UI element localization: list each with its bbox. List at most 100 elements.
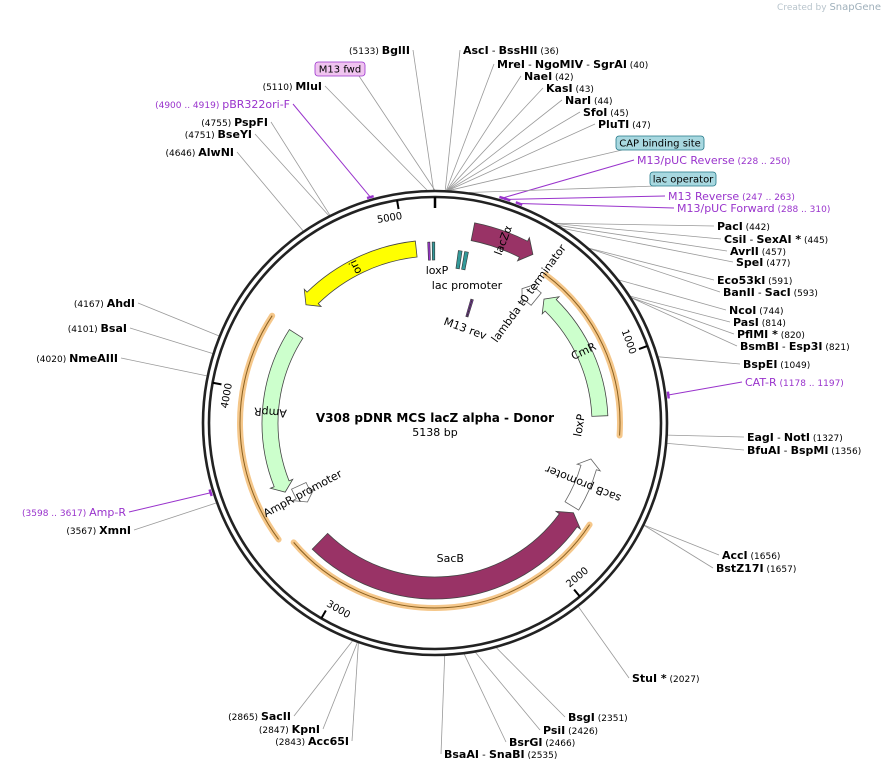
enzyme-name: NcoI <box>729 304 756 317</box>
enzyme-pos: (1049) <box>777 361 810 371</box>
enzyme-label: BsgI (2351) <box>568 711 628 724</box>
enzyme-label: NarI (44) <box>565 94 613 107</box>
primer-range: (3598 .. 3617) <box>22 509 89 519</box>
enzyme-label: PluTI (47) <box>598 118 651 131</box>
enzyme-line <box>447 99 563 191</box>
enzyme-name: SpeI <box>736 256 763 269</box>
enzyme-label: AvrII (457) <box>730 245 786 258</box>
primer-mark <box>366 194 374 200</box>
enzyme-label: EagI - NotI (1327) <box>747 431 843 444</box>
feature-lambda-t0 <box>521 283 542 306</box>
enzyme-sep: - <box>779 342 789 353</box>
feature-CmR <box>541 296 609 417</box>
enzyme-line <box>496 647 566 718</box>
enzyme-label: (4101) BsaI <box>68 322 127 335</box>
enzyme-pos: (591) <box>765 277 792 287</box>
enzyme-label: AccI (1656) <box>722 549 780 562</box>
enzyme-name: SfoI <box>583 106 607 119</box>
orange-arcs <box>237 271 623 611</box>
enzyme-name: MreI <box>497 58 525 71</box>
enzyme-name: BfuAI <box>747 444 781 457</box>
enzyme-line <box>444 49 461 191</box>
lac-promoter-label: lac promoter <box>432 279 503 292</box>
tick-mark <box>212 381 222 386</box>
tag-box <box>615 135 705 151</box>
enzyme-name: NaeI <box>524 70 552 83</box>
primer-name: M13/pUC Reverse <box>637 154 735 167</box>
primer-label: M13 Reverse (247 .. 263) <box>668 190 795 203</box>
enzyme-label: SfoI (45) <box>583 106 629 119</box>
enzyme-line <box>667 442 745 451</box>
tick-mark <box>573 588 581 598</box>
box-lac-1 <box>455 250 463 270</box>
enzyme-name: NotI <box>784 431 810 444</box>
enzyme-label: (5110) MluI <box>263 80 322 93</box>
plasmid-size: 5138 bp <box>412 426 457 439</box>
enzyme-label: PacI (442) <box>717 220 770 233</box>
feature-label-lambda-t0: lambda t0 terminator <box>489 242 569 345</box>
enzyme-name: BglII <box>382 44 410 57</box>
orange-arc-core <box>293 524 591 609</box>
enzyme-line <box>133 502 217 531</box>
loxP-label: loxP <box>426 264 449 277</box>
enzyme-label: (4020) NmeAIII <box>36 352 118 365</box>
tag-line <box>358 75 436 191</box>
watermark: Created by SnapGene <box>777 2 881 13</box>
enzyme-line <box>644 525 714 569</box>
enzyme-line <box>563 228 734 263</box>
primer-line <box>128 492 211 513</box>
enzyme-pos: (2843) <box>275 738 308 748</box>
primer-range: (4900 .. 4919) <box>155 101 222 111</box>
enzyme-name: SgrAI <box>593 58 627 71</box>
enzyme-name: PsiI <box>543 724 565 737</box>
enzyme-line <box>120 357 207 377</box>
primer-name: M13 Reverse <box>668 190 739 203</box>
enzyme-sep: - <box>781 446 791 457</box>
enzyme-label: (4646) AlwNI <box>165 146 234 159</box>
enzyme-line <box>631 297 735 335</box>
enzyme-name: BspMI <box>791 444 829 457</box>
primer-mark <box>503 197 511 202</box>
enzyme-pos: (744) <box>756 307 783 317</box>
enzyme-name: BsmBI <box>740 340 779 353</box>
enzyme-line <box>644 524 720 556</box>
enzyme-sep: - <box>479 750 489 761</box>
enzyme-label: (2847) KpnI <box>259 723 320 736</box>
enzyme-label: PasI (814) <box>733 316 786 329</box>
small-features <box>427 241 474 318</box>
box-m13rev-1 <box>465 298 473 318</box>
enzyme-name: AlwNI <box>198 146 234 159</box>
enzyme-name: SexAI * <box>756 233 801 246</box>
primer-mark <box>208 489 213 497</box>
primer-name: CAT-R <box>745 376 777 389</box>
enzyme-name: BstZ17I <box>716 562 764 575</box>
enzyme-pos: (1657) <box>764 565 797 575</box>
enzyme-name: KasI <box>546 82 573 95</box>
enzyme-name: PacI <box>717 220 743 233</box>
enzyme-pos: (43) <box>573 85 594 95</box>
watermark-brand: SnapGene <box>829 2 881 13</box>
enzyme-name: NmeAIII <box>69 352 118 365</box>
feature-lacZa <box>470 222 534 262</box>
enzyme-name: PflMI * <box>737 328 778 341</box>
tag-label: M13 fwd <box>319 65 361 76</box>
enzyme-name: PluTI <box>598 118 629 131</box>
enzyme-label: (3567) XmnI <box>66 524 131 537</box>
enzyme-label: (4755) PspFI <box>201 116 268 129</box>
enzyme-name: PspFI <box>234 116 268 129</box>
enzyme-name: BsaI <box>101 322 127 335</box>
tag-box <box>314 61 366 77</box>
enzyme-name: SacI <box>765 286 791 299</box>
enzyme-pos: (5133) <box>349 47 382 57</box>
watermark-prefix: Created by <box>777 3 827 13</box>
primer-name: pBR322ori-F <box>222 98 290 111</box>
enzyme-label: BsrGI (2466) <box>509 736 575 749</box>
enzyme-name: EagI <box>747 431 774 444</box>
primer-label: M13/pUC Forward (288 .. 310) <box>677 202 830 215</box>
enzyme-line <box>129 327 213 354</box>
enzyme-pos: (477) <box>763 259 790 269</box>
enzyme-pos: (4755) <box>201 119 234 129</box>
enzyme-label: (4167) AhdI <box>74 297 135 310</box>
loxP2-label: loxP <box>571 413 588 438</box>
